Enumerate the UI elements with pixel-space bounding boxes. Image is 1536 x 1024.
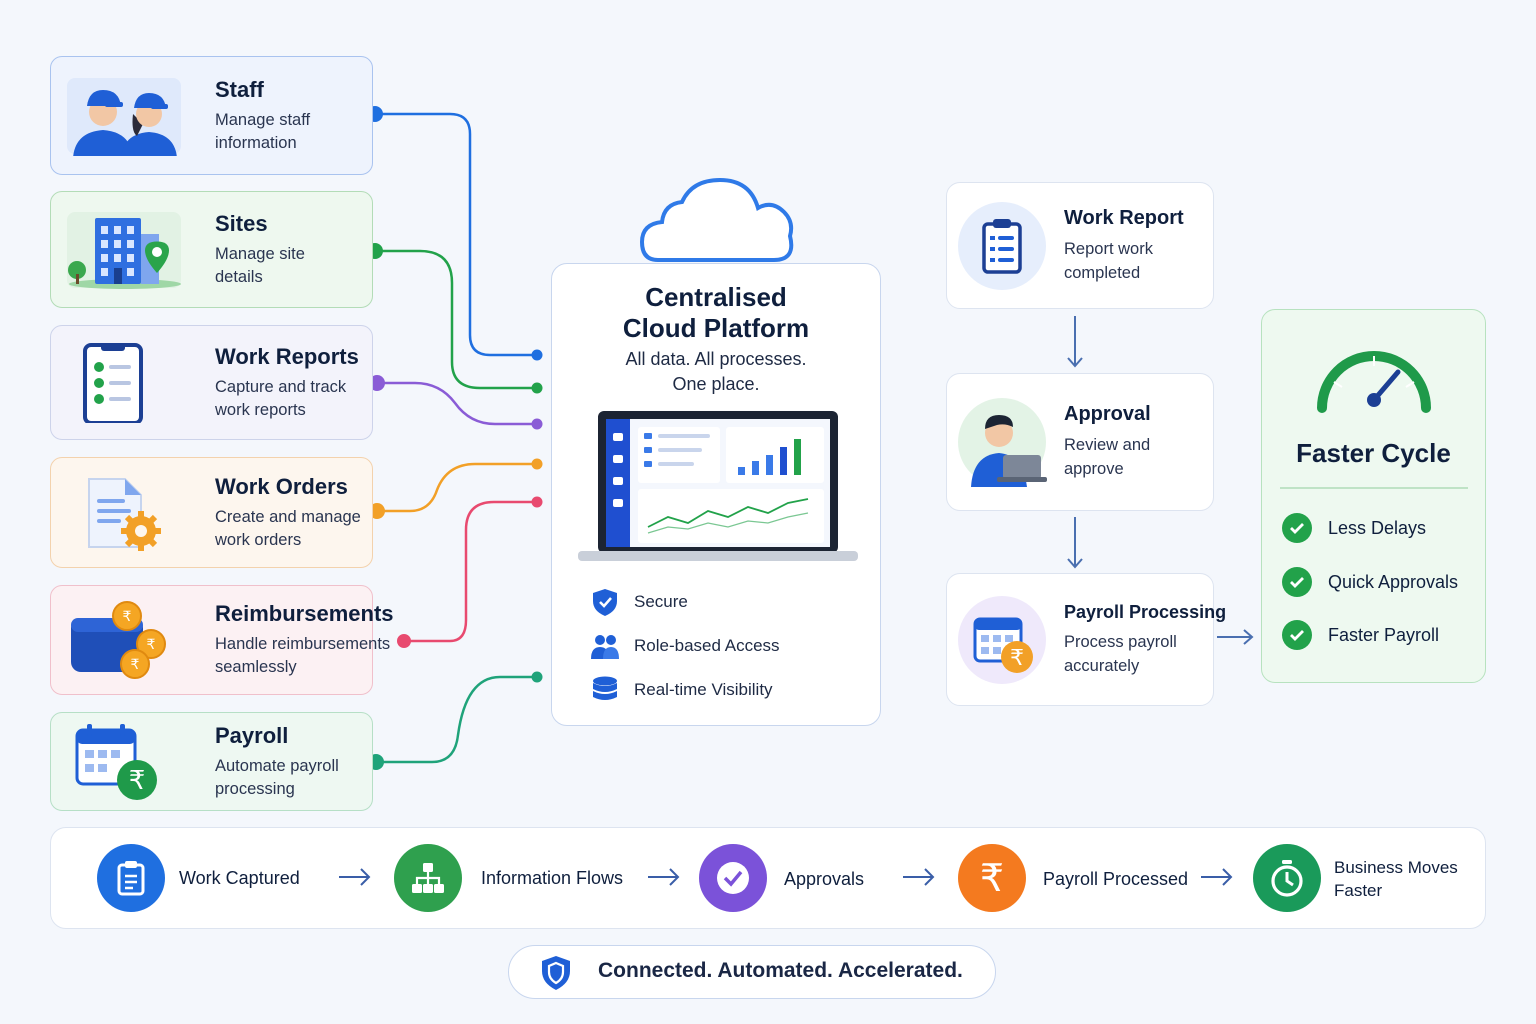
module-title: Work Reports (215, 343, 359, 369)
shield-icon (593, 589, 617, 616)
module-card-reimbursements[interactable]: ₹ ₹ ₹ Reimbursements Handle reimbursemen… (50, 585, 394, 695)
benefit-label: Less Delays (1328, 517, 1427, 538)
faster-cycle-title: Faster Cycle (1296, 438, 1451, 468)
module-card-staff[interactable]: Staff Manage staff information (50, 56, 373, 175)
cloud-platform-panel: Centralised Cloud Platform All data. All… (551, 263, 881, 726)
module-card-sites[interactable]: Sites Manage site details (50, 191, 373, 308)
feature-secure: Secure (590, 587, 688, 617)
faster-cycle-panel: Faster Cycle Less Delays Quick Approvals… (1261, 309, 1486, 683)
feature-label: Secure (634, 592, 688, 611)
arrow-right-icon (339, 868, 371, 886)
feature-role-access: Role-based Access (590, 631, 780, 661)
clipboard-icon (957, 201, 1047, 291)
document-gear-icon (65, 473, 183, 553)
arrow-right-icon (1201, 868, 1233, 886)
module-title: Staff (215, 76, 264, 102)
module-card-work-reports[interactable]: Work Reports Capture and track work repo… (50, 325, 373, 440)
person-laptop-icon (957, 397, 1047, 487)
calendar-rupee-icon: ₹ (957, 595, 1047, 685)
building-location-icon (65, 210, 183, 290)
module-description: Automate payroll processing (215, 756, 339, 798)
benefit-item: Quick Approvals (1282, 567, 1458, 597)
process-description: Process payroll accurately (1064, 632, 1177, 675)
svg-text:₹: ₹ (147, 637, 156, 653)
process-title: Approval (1064, 403, 1151, 425)
process-card-work-report[interactable]: Work Report Report work completed (946, 182, 1214, 309)
process-card-payroll-processing[interactable]: ₹ Payroll Processing Process payroll acc… (946, 573, 1227, 706)
benefit-item: Less Delays (1282, 513, 1426, 543)
module-description: Manage staff information (215, 110, 311, 152)
svg-text:₹: ₹ (1010, 646, 1024, 671)
feature-label: Role-based Access (634, 636, 780, 655)
svg-text:₹: ₹ (131, 657, 140, 673)
calendar-rupee-icon: ₹ (65, 722, 183, 802)
speedometer-icon (1317, 351, 1431, 413)
laptop-dashboard-icon (578, 411, 858, 561)
module-title: Work Orders (215, 473, 348, 499)
process-title: Work Report (1064, 206, 1184, 229)
benefit-label: Faster Payroll (1328, 624, 1440, 645)
stopwatch-icon (1253, 844, 1321, 912)
benefit-item: Faster Payroll (1282, 620, 1439, 650)
cloud-icon (639, 177, 794, 262)
module-card-payroll[interactable]: ₹ Payroll Automate payroll processing (50, 712, 373, 811)
tagline-text: Connected. Automated. Accelerated. (598, 959, 963, 982)
check-icon (1282, 620, 1312, 650)
arrow-right-icon (648, 868, 680, 886)
clipboard-checklist-icon (65, 340, 183, 425)
platform-subtitle: All data. All processes. One place. (625, 349, 807, 394)
shield-icon (542, 956, 570, 990)
flow-step-label: Payroll Processed (1043, 869, 1189, 889)
process-title: Payroll Processing (1064, 601, 1227, 622)
staff-people-icon (65, 76, 183, 158)
database-icon (593, 676, 617, 700)
check-circle-icon (699, 844, 767, 912)
rupee-icon: ₹ (958, 844, 1026, 912)
process-description: Report work completed (1064, 239, 1153, 282)
divider (1280, 487, 1468, 489)
hierarchy-icon (394, 844, 462, 912)
svg-text:₹: ₹ (123, 609, 132, 625)
feature-label: Real-time Visibility (634, 680, 773, 699)
check-icon (1282, 567, 1312, 597)
module-description: Handle reimbursements seamlessly (215, 635, 391, 676)
module-title: Payroll (215, 722, 289, 748)
module-description: Manage site details (215, 244, 305, 286)
module-description: Create and manage work orders (215, 507, 361, 549)
flow-step-label: Approvals (784, 869, 865, 889)
module-description: Capture and track work reports (215, 377, 347, 419)
feature-realtime: Real-time Visibility (590, 675, 773, 705)
clipboard-icon (97, 844, 165, 912)
check-icon (1282, 513, 1312, 543)
benefit-label: Quick Approvals (1328, 571, 1459, 592)
flow-step-label: Business Moves Faster (1334, 858, 1458, 900)
module-card-work-orders[interactable]: Work Orders Create and manage work order… (50, 457, 373, 568)
module-title: Sites (215, 210, 268, 236)
process-flow-bar: Work Captured Information Flows Approval… (50, 827, 1486, 929)
flow-step-label: Information Flows (481, 868, 624, 888)
platform-title: Centralised Cloud Platform (622, 282, 810, 343)
tagline-pill: Connected. Automated. Accelerated. (508, 945, 996, 999)
flow-step-label: Work Captured (179, 868, 300, 888)
process-description: Review and approve (1064, 436, 1151, 478)
arrow-right-icon (903, 868, 935, 886)
users-icon (591, 635, 619, 659)
wallet-coins-icon: ₹ ₹ ₹ (65, 600, 183, 680)
module-title: Reimbursements (215, 601, 394, 626)
process-card-approval[interactable]: Approval Review and approve (946, 373, 1214, 511)
svg-text:₹: ₹ (129, 766, 146, 796)
